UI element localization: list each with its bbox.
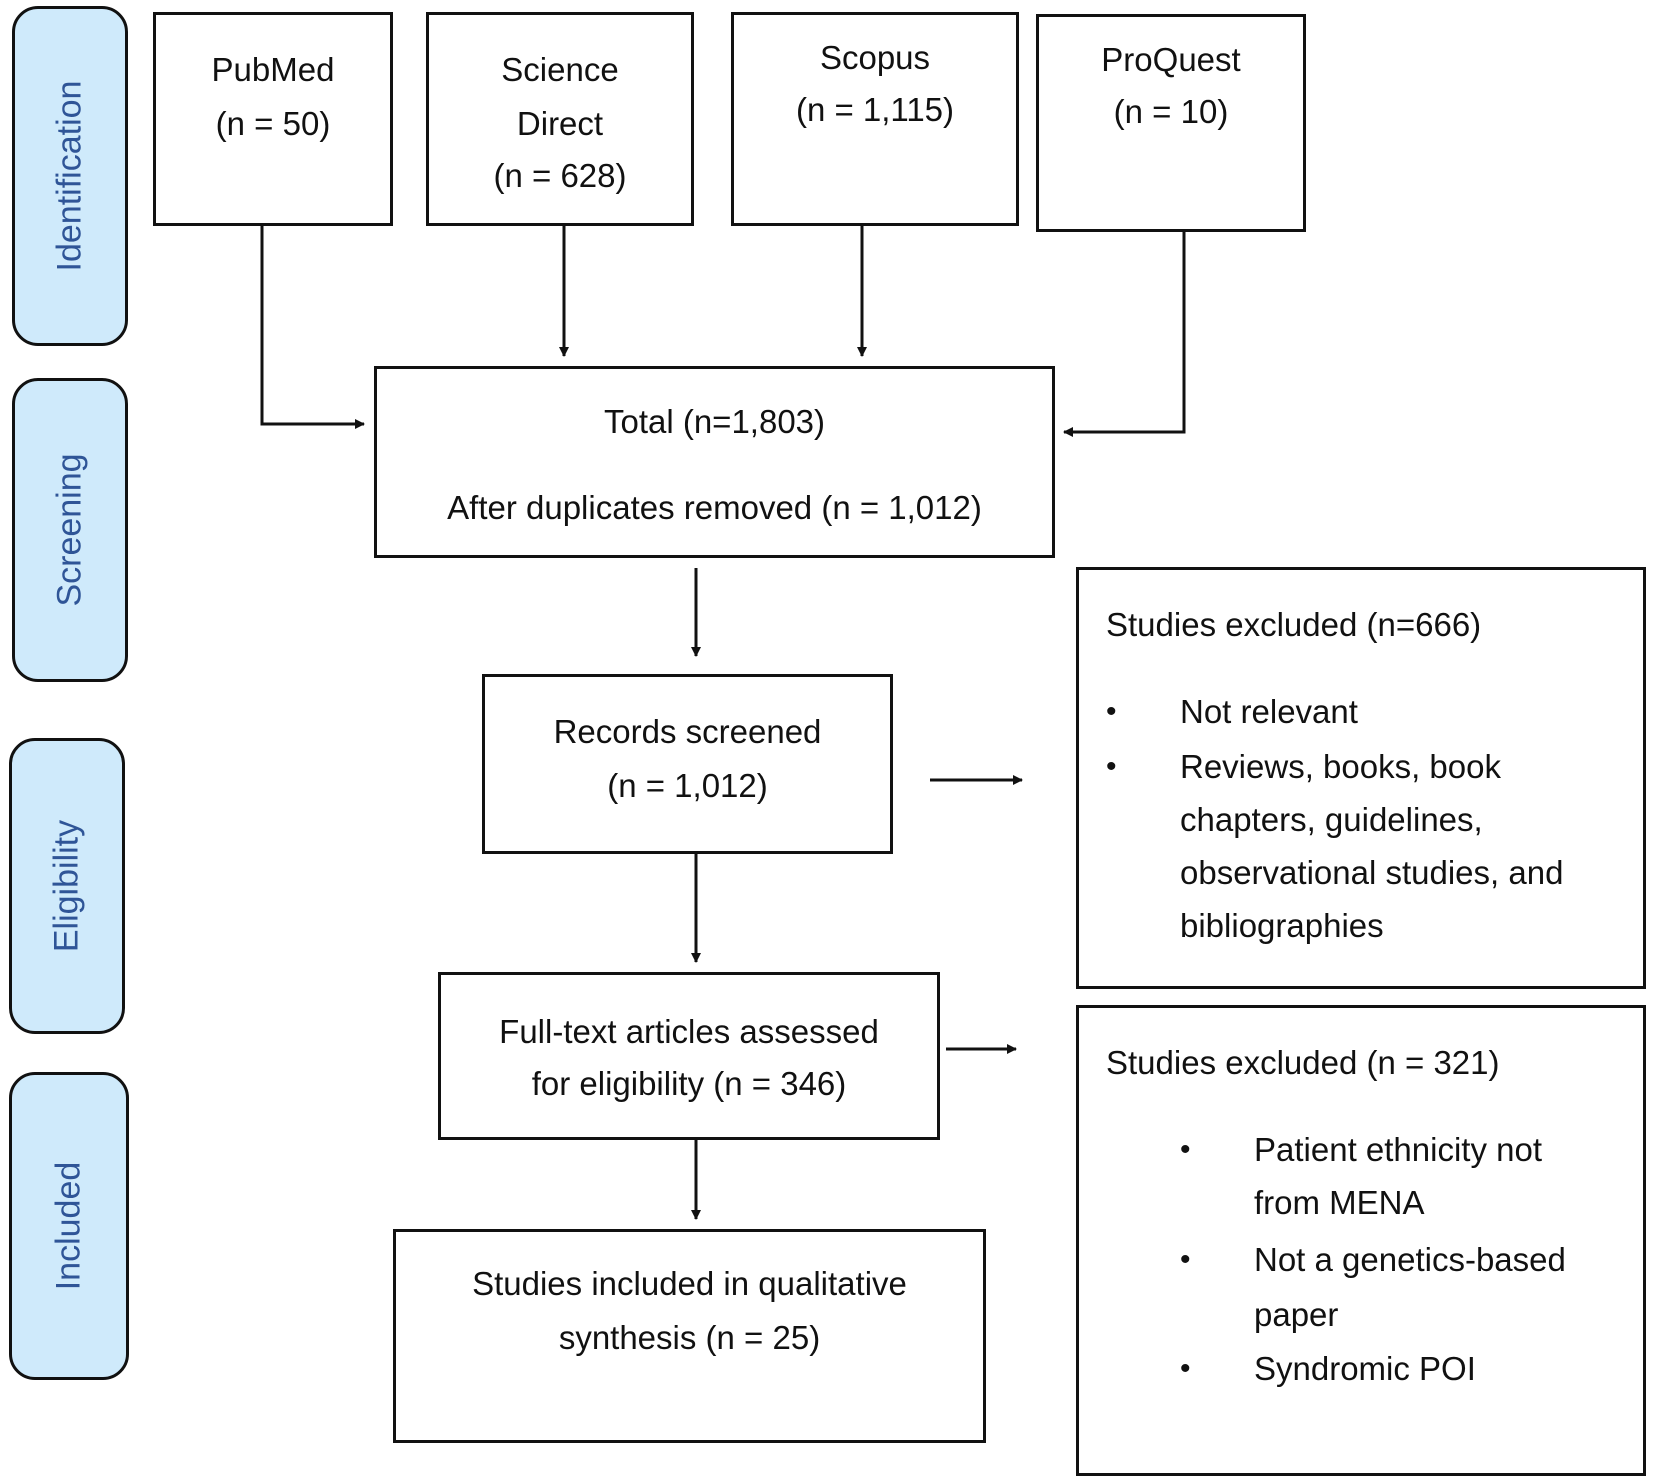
included-label: Studies included in qualitative	[472, 1265, 907, 1302]
excluded-1-title: Studies excluded (n=666)	[1106, 606, 1482, 643]
source-proquest-box	[1036, 14, 1306, 232]
stage-included: Included	[9, 1072, 129, 1380]
excluded-1-item-4: observational studies, and	[1180, 854, 1564, 891]
excluded-1-item-2: Reviews, books, book	[1180, 748, 1501, 785]
excluded-2-bullet-2: •	[1180, 1243, 1191, 1276]
source-proquest-count: (n = 10)	[1113, 93, 1229, 130]
excluded-1-item-1: Not relevant	[1180, 693, 1358, 730]
source-pubmed-name: PubMed	[211, 51, 335, 88]
total-box	[374, 366, 1055, 558]
fulltext-label: Full-text articles assessed	[499, 1013, 879, 1050]
fulltext-count: for eligibility (n = 346)	[531, 1065, 847, 1102]
excluded-2-item-3: Not a genetics-based	[1254, 1241, 1566, 1278]
source-scopus-count: (n = 1,115)	[795, 91, 955, 128]
arrow-proquest-to-total	[1063, 232, 1186, 437]
excluded-1-box	[1076, 567, 1646, 989]
source-pubmed-box	[153, 12, 393, 226]
stage-screening: Screening	[12, 378, 128, 682]
source-sciencedirect-count: (n = 628)	[493, 157, 627, 194]
excluded-1-bullet-1: •	[1106, 695, 1117, 728]
stage-eligibility: Eligibility	[9, 738, 125, 1034]
excluded-2-item-2: from MENA	[1254, 1184, 1425, 1221]
excluded-2-title: Studies excluded (n = 321)	[1106, 1044, 1500, 1081]
arrow-pubmed-to-total	[260, 226, 365, 429]
excluded-2-item-4: paper	[1254, 1296, 1339, 1333]
stage-identification: Identification	[12, 6, 128, 346]
source-proquest-name: ProQuest	[1101, 41, 1241, 78]
included-box	[393, 1229, 986, 1443]
total-count: Total (n=1,803)	[603, 403, 826, 440]
excluded-2-bullet-1: •	[1180, 1133, 1191, 1166]
source-pubmed-count: (n = 50)	[215, 105, 331, 142]
excluded-2-box	[1076, 1005, 1646, 1476]
records-screened-box	[482, 674, 893, 854]
source-sciencedirect-name-1: Science	[501, 51, 619, 88]
after-duplicates-count: After duplicates removed (n = 1,012)	[447, 489, 982, 526]
source-sciencedirect-box	[426, 12, 694, 226]
excluded-2-item-1: Patient ethnicity not	[1254, 1131, 1543, 1168]
source-scopus-name: Scopus	[819, 39, 931, 76]
excluded-2-bullet-3: •	[1180, 1352, 1191, 1385]
excluded-1-item-3: chapters, guidelines,	[1180, 801, 1483, 838]
source-sciencedirect-name-2: Direct	[516, 105, 604, 142]
included-count: synthesis (n = 25)	[558, 1319, 821, 1356]
records-screened-label: Records screened	[553, 713, 822, 750]
fulltext-box	[438, 972, 940, 1140]
excluded-2-item-5: Syndromic POI	[1254, 1350, 1476, 1387]
records-screened-count: (n = 1,012)	[607, 767, 768, 804]
excluded-1-bullet-2: •	[1106, 750, 1117, 783]
excluded-1-item-5: bibliographies	[1180, 907, 1384, 944]
source-scopus-box	[731, 12, 1019, 226]
